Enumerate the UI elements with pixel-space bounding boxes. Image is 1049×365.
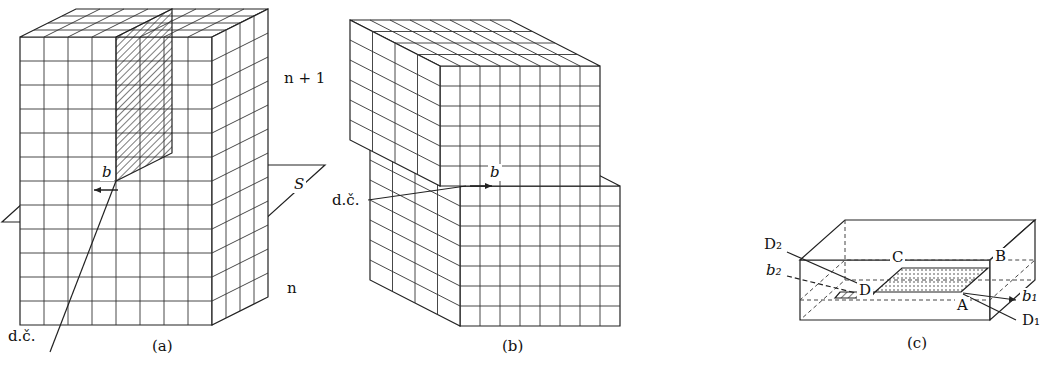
dislocation-line (368, 186, 466, 200)
hidden-edge (800, 220, 1035, 320)
figure-label: b₂ (764, 262, 784, 279)
burgers-vector (470, 185, 492, 187)
figure-label: d.č. (330, 192, 362, 209)
figure-label: C (890, 249, 905, 266)
lattice-grid (350, 20, 600, 186)
figure-label: A (955, 297, 970, 314)
burgers-vector (94, 189, 118, 191)
figure-label: (a) (150, 338, 175, 355)
crystal-side-face (990, 220, 1035, 320)
figure-label: d.č. (6, 328, 38, 345)
dislocation-line (963, 294, 1016, 320)
slip-plane (800, 260, 1035, 300)
figure-label: n + 1 (282, 70, 327, 87)
figure-label: b₁ (1020, 288, 1040, 305)
burgers-vector (963, 293, 1016, 300)
figure-label: (b) (500, 338, 525, 355)
figure-label: D₁ (1020, 312, 1042, 329)
figure-label: (c) (905, 335, 929, 352)
figure-label: D (857, 282, 873, 299)
figure-label: n (285, 280, 299, 297)
burgers-vector (787, 276, 868, 296)
lattice-grid (20, 9, 268, 325)
crystal-front-face (800, 260, 990, 320)
slipped-area (875, 268, 988, 292)
figure-label: b (100, 164, 114, 181)
figure-label: S (292, 176, 306, 193)
dislocation-line (50, 181, 116, 352)
figure-label: B (993, 248, 1008, 265)
figure-label: b (488, 164, 502, 181)
figure-label: D₂ (762, 236, 784, 253)
extra-half-plane (116, 9, 172, 181)
